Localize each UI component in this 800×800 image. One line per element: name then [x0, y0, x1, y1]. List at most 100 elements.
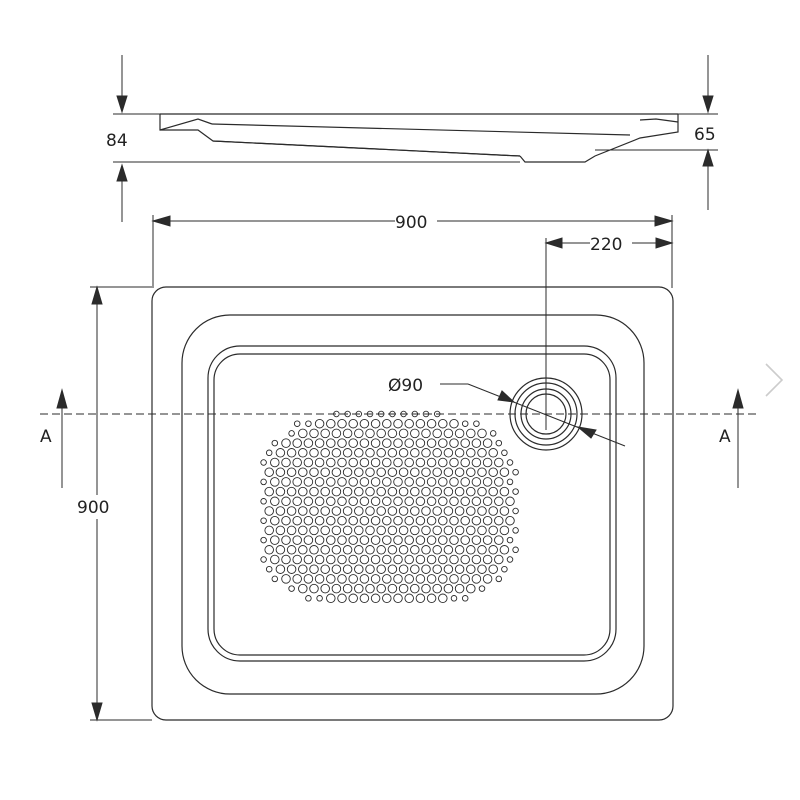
anti-slip-dot [471, 496, 482, 507]
anti-slip-dot [376, 428, 386, 439]
anti-slip-dot [303, 457, 314, 468]
anti-slip-dot [303, 438, 314, 448]
height-dimension-right [595, 55, 718, 210]
anti-slip-dot [286, 506, 297, 516]
anti-slip-dot [477, 428, 487, 439]
anti-slip-dot [393, 477, 403, 487]
anti-slip-dot [303, 477, 314, 487]
anti-slip-dot [499, 545, 510, 555]
anti-slip-dot [271, 575, 279, 583]
anti-slip-dot [501, 449, 508, 457]
anti-slip-dot [506, 536, 514, 544]
anti-slip-dot [421, 506, 431, 516]
anti-slip-dot [354, 467, 364, 477]
anti-slip-dot [494, 535, 504, 545]
anti-slip-dot [286, 564, 297, 574]
anti-slip-dot [438, 515, 448, 526]
anti-slip-dot [454, 448, 465, 458]
anti-slip-dot [298, 564, 308, 574]
anti-slip-dot [410, 545, 420, 555]
anti-slip-dot [393, 438, 403, 448]
anti-slip-dot [387, 448, 398, 458]
anti-slip-dot [393, 457, 403, 468]
anti-slip-dot [477, 467, 487, 477]
anti-slip-dot [331, 525, 342, 536]
anti-slip-dot [443, 448, 454, 458]
anti-slip-dot [348, 554, 358, 565]
anti-slip-dot [387, 525, 398, 536]
anti-slip-dot [303, 535, 314, 545]
anti-slip-dot [326, 593, 336, 604]
anti-slip-dot [260, 536, 267, 544]
anti-slip-dot [477, 448, 487, 458]
anti-slip-dot [264, 486, 274, 497]
anti-slip-dot [466, 564, 476, 574]
anti-slip-dot [376, 525, 386, 536]
anti-slip-dot [449, 496, 459, 507]
anti-slip-dot [426, 554, 437, 565]
anti-slip-dot [305, 420, 312, 427]
anti-slip-dot [482, 457, 493, 468]
anti-slip-dot [359, 418, 370, 429]
height-left-label: 84 [106, 131, 128, 151]
anti-slip-dot [260, 517, 267, 524]
anti-slip-dot [298, 525, 308, 536]
anti-slip-dot [326, 496, 336, 507]
anti-slip-dot [404, 496, 414, 507]
anti-slip-dot [488, 448, 498, 458]
width-label: 900 [395, 213, 427, 233]
height-right-label: 65 [694, 125, 716, 145]
chevron-right-icon[interactable] [760, 360, 790, 400]
anti-slip-dot [466, 506, 476, 516]
anti-slip-dot [354, 583, 364, 594]
anti-slip-dot [316, 595, 323, 602]
anti-slip-dot [438, 457, 448, 468]
anti-slip-dot [303, 554, 314, 565]
anti-slip-dot [275, 506, 286, 516]
anti-slip-dot [370, 515, 381, 526]
anti-slip-dot [454, 486, 465, 497]
anti-slip-dot [354, 448, 364, 458]
anti-slip-dot [342, 467, 353, 477]
anti-slip-dot [376, 564, 386, 574]
anti-slip-dot [298, 486, 308, 497]
anti-slip-dot [382, 418, 392, 429]
anti-slip-dot [337, 418, 347, 429]
anti-slip-dot [275, 564, 286, 574]
anti-slip-dot [438, 574, 448, 584]
anti-slip-dot [438, 535, 448, 545]
anti-slip-dot [506, 478, 514, 486]
anti-slip-dot [449, 515, 459, 526]
anti-slip-dot [286, 467, 297, 477]
anti-slip-dot [342, 486, 353, 497]
anti-slip-dot [426, 477, 437, 487]
anti-slip-dot [426, 418, 437, 429]
anti-slip-dot [320, 486, 330, 497]
anti-slip-dot [348, 515, 358, 526]
drain-offset-label: 220 [590, 235, 622, 255]
anti-slip-dot [326, 477, 336, 487]
section-line [40, 388, 760, 488]
anti-slip-dot [292, 496, 302, 507]
anti-slip-dot [382, 496, 392, 507]
anti-slip-dot [494, 554, 504, 565]
anti-slip-dot [410, 428, 420, 439]
anti-slip-dot [359, 496, 370, 507]
anti-slip-dot [382, 574, 392, 584]
anti-slip-dot [421, 525, 431, 536]
anti-slip-dot [326, 418, 336, 429]
anti-slip-dot [505, 496, 515, 507]
anti-slip-dot [382, 477, 392, 487]
anti-slip-dot-pattern [260, 410, 519, 604]
anti-slip-dot [460, 496, 470, 507]
anti-slip-dot [320, 428, 330, 439]
anti-slip-dot [309, 545, 319, 555]
anti-slip-dot [449, 574, 459, 584]
anti-slip-dot [471, 438, 482, 448]
anti-slip-dot [370, 438, 381, 448]
anti-slip-dot [449, 554, 459, 565]
anti-slip-dot [298, 583, 308, 594]
anti-slip-dot [488, 525, 498, 536]
anti-slip-dot [348, 574, 358, 584]
anti-slip-dot [365, 545, 375, 555]
